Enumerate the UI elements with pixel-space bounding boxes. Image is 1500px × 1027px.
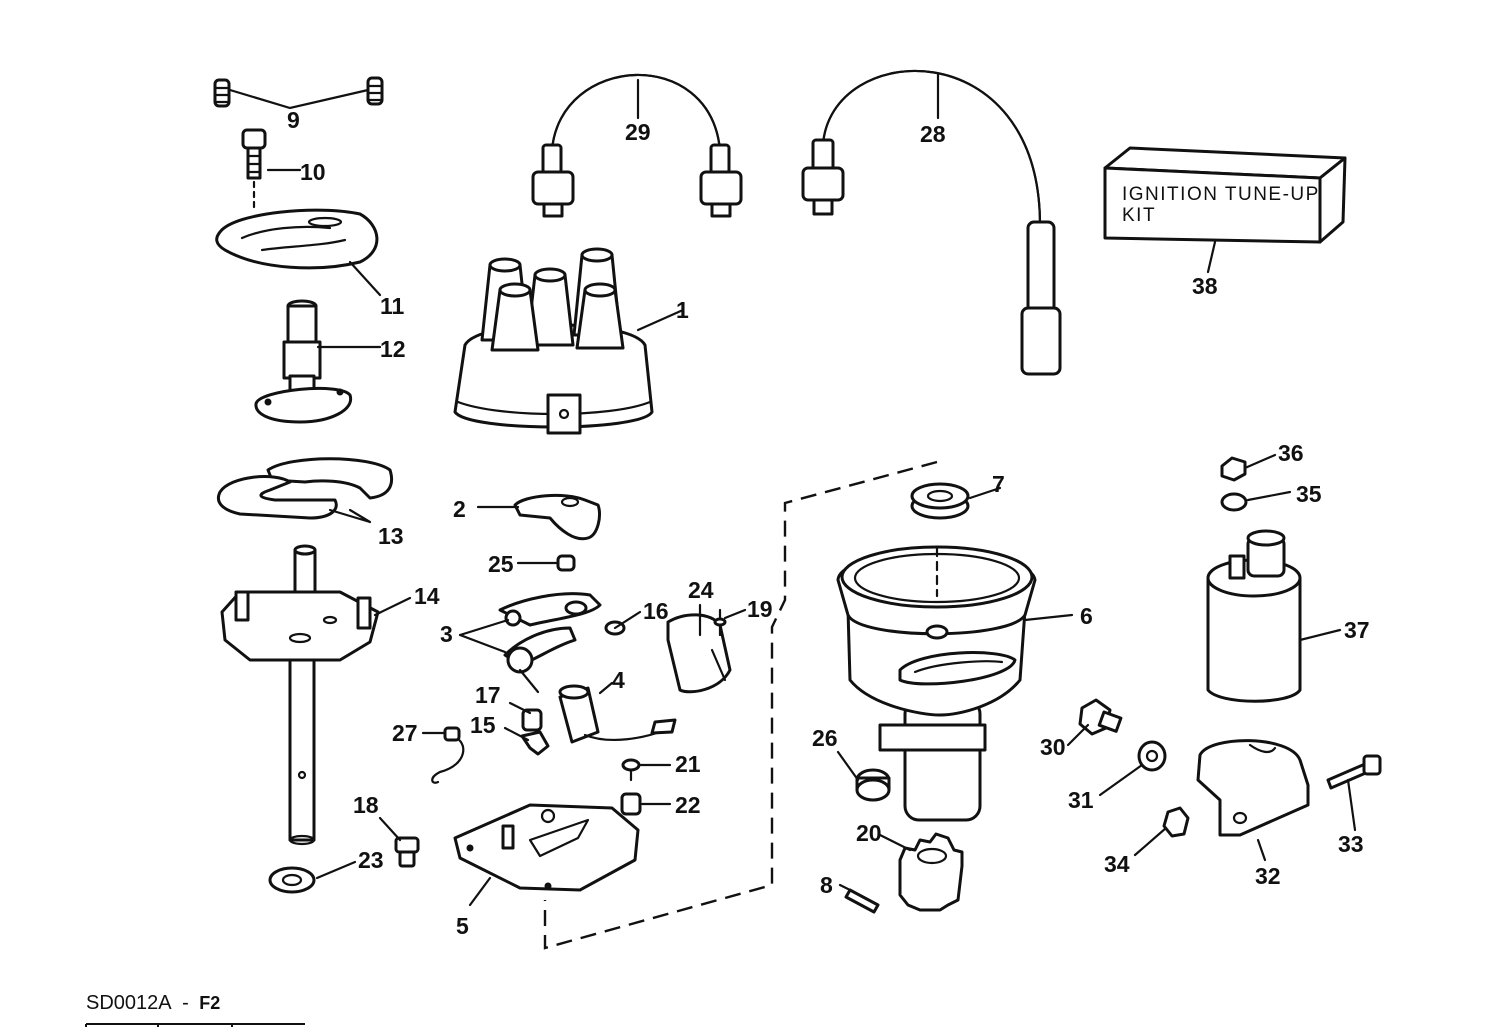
screws-9 [213,76,384,108]
nut-22 [620,792,642,816]
callout-1: 1 [676,297,689,323]
distributor-cap [453,247,654,435]
callout-32: 32 [1255,863,1281,889]
screw-19 [713,608,727,637]
felt-wick-25 [556,554,576,572]
callout-leaders [228,73,1357,907]
callout-26: 26 [812,725,838,751]
shaft-assembly-12 [254,299,353,424]
callout-27: 27 [392,720,418,746]
washer-35 [1220,492,1248,512]
clamp-24 [666,613,732,694]
callout-19: 19 [747,596,773,622]
callout-24: 24 [688,577,714,603]
callout-4: 4 [612,667,625,693]
callout-37: 37 [1344,617,1370,643]
kit-label-line1: IGNITION TUNE-UP [1122,184,1320,205]
plate-11 [215,208,379,270]
callout-6: 6 [1080,603,1093,629]
callout-15: 15 [470,712,496,738]
condenser-4 [558,684,677,744]
spark-plug-wire-28 [801,69,1062,376]
callout-31: 31 [1068,787,1094,813]
callout-28: 28 [920,121,946,147]
footer-rule [85,1023,305,1027]
washer-7 [910,482,970,520]
washer-23 [268,866,316,894]
callout-21: 21 [675,751,701,777]
bracket-32 [1196,739,1310,837]
callout-30: 30 [1040,734,1066,760]
washer-31 [1137,740,1167,772]
callout-22: 22 [675,792,701,818]
callout-23: 23 [358,847,384,873]
callout-35: 35 [1296,481,1322,507]
callout-38: 38 [1192,273,1218,299]
callout-3: 3 [440,621,453,647]
nut-36 [1220,456,1247,482]
assembly-dashed-line [543,460,938,950]
callout-9: 9 [287,107,300,133]
gear-20 [898,832,964,912]
callout-18: 18 [353,792,379,818]
callout-numbers: 1 2 3 4 5 6 7 8 9 10 11 12 13 14 15 16 1… [287,107,1370,939]
plates-13 [216,457,394,520]
kit-label-line2: KIT [1122,205,1156,226]
clip-15 [520,730,550,756]
callout-20: 20 [856,820,882,846]
callout-7: 7 [992,471,1005,497]
callout-8: 8 [820,872,833,898]
bolt-33 [1326,754,1382,790]
bolt-30 [1078,698,1123,736]
rotor-2 [513,494,602,541]
callout-25: 25 [488,551,514,577]
nut-34 [1162,806,1190,838]
callout-36: 36 [1278,440,1304,466]
bolt-10 [241,128,267,214]
callout-12: 12 [380,336,406,362]
footer: SD0012A - F2 [85,992,305,1027]
bushing-17 [521,708,543,732]
callout-29: 29 [625,119,651,145]
callout-16: 16 [643,598,669,624]
spark-plug-wire-29 [531,73,743,218]
shaft-and-plate-14 [220,544,380,846]
tune-up-kit-box [1103,146,1347,244]
distributor-housing-6 [836,545,1037,822]
screw-18 [394,836,420,868]
callout-34: 34 [1104,851,1130,877]
callout-13: 13 [378,523,404,549]
lead-wire-27 [431,726,465,784]
callout-11: 11 [380,293,405,319]
callout-2: 2 [453,496,466,522]
breaker-points-3 [498,592,602,694]
screw-21 [621,758,641,782]
callout-17: 17 [475,682,501,708]
seal-26 [855,768,891,802]
callout-14: 14 [414,583,440,609]
callout-33: 33 [1338,831,1364,857]
callout-10: 10 [300,159,326,185]
callout-5: 5 [456,913,469,939]
pin-8 [844,888,880,914]
ignition-coil-37 [1206,529,1302,703]
breaker-plate-5 [453,803,640,892]
footer-code: SD0012A - F2 [86,992,220,1014]
